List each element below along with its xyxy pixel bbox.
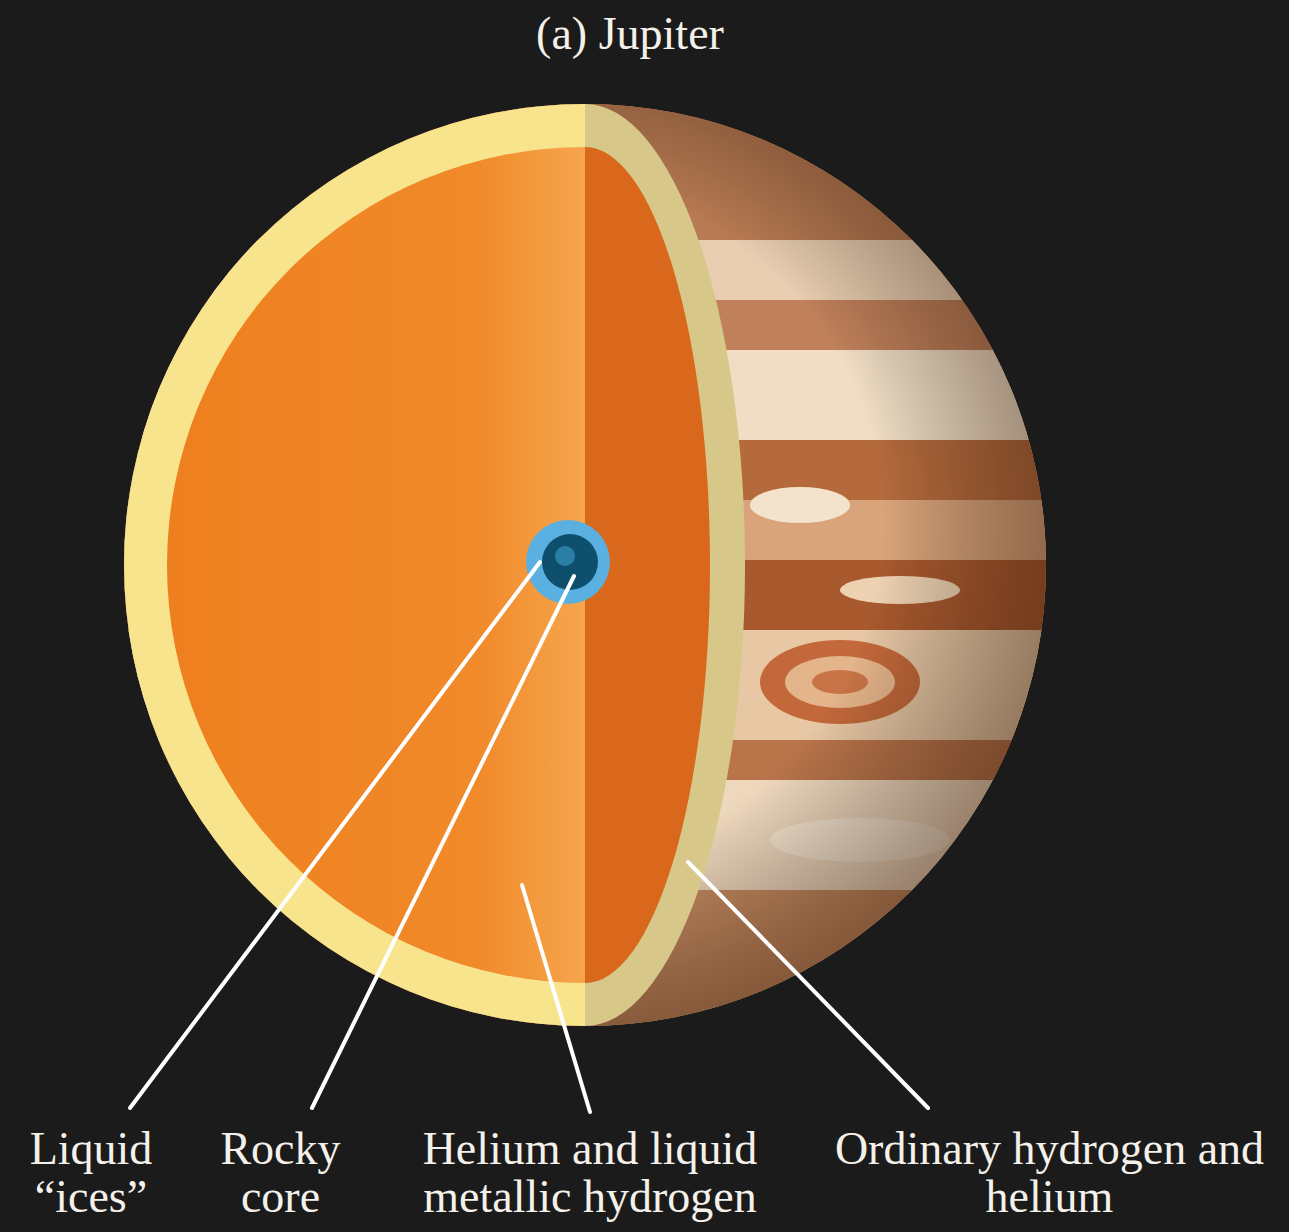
leader-line [688,862,928,1108]
part-label: Rocky core [203,1125,358,1221]
leader-line [522,885,590,1112]
outer-layer-face [124,104,585,1026]
part-label: Liquid “ices” [6,1125,176,1221]
part-label: Ordinary hydrogen and helium [822,1125,1277,1221]
part-label: Helium and liquid metallic hydrogen [375,1125,805,1221]
leader-lines [130,562,928,1112]
planet-surface [120,100,1060,1040]
metallic-layer-face [167,147,585,983]
leader-line [312,576,574,1108]
core-highlight [555,546,575,566]
figure-title: (a) Jupiter [380,10,880,58]
leader-line [130,562,540,1108]
